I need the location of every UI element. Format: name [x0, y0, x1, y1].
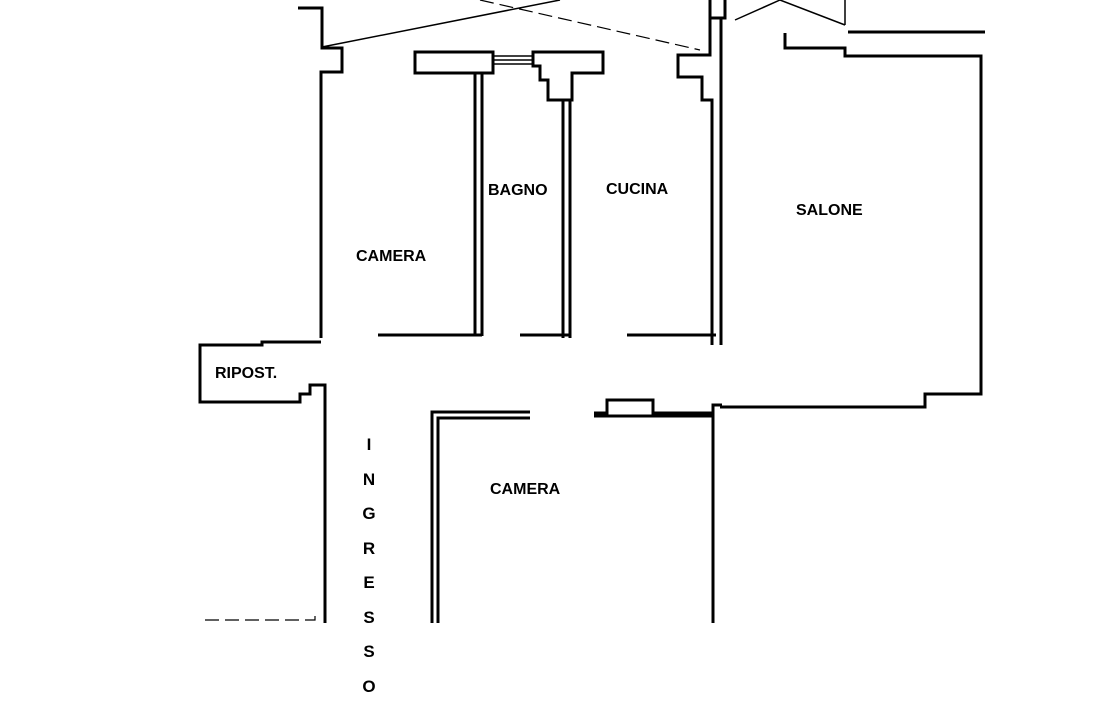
window-diagonal-dashed — [479, 0, 701, 51]
wall-camera-lower-right — [594, 398, 722, 623]
window-salone — [734, 0, 846, 26]
wall-salone — [720, 33, 983, 409]
room-label-ripostiglio: RIPOST. — [215, 365, 278, 382]
room-label-camera-bottom: CAMERA — [490, 481, 561, 498]
wall-bagno-right — [561, 100, 572, 338]
room-label-cucina: CUCINA — [606, 181, 669, 198]
room-label-camera-top: CAMERA — [356, 248, 427, 265]
room-label-ingresso: INGRESSO — [362, 435, 376, 696]
room-label-bagno: BAGNO — [488, 182, 548, 199]
floor-plan — [198, 0, 985, 623]
window-diagonal — [321, 0, 561, 48]
hatched-opening — [493, 55, 533, 65]
wall-block-cucina — [531, 50, 605, 102]
wall-top-left — [298, 6, 344, 338]
wall-camera-lower — [430, 410, 530, 623]
wall-ripostiglio — [198, 340, 327, 623]
wall-cucina-right — [676, 0, 727, 345]
dashed-bottom-left — [205, 612, 316, 621]
wall-bagno-left — [473, 73, 484, 336]
wall-block-bagno — [413, 50, 495, 75]
room-label-salone: SALONE — [796, 202, 863, 219]
